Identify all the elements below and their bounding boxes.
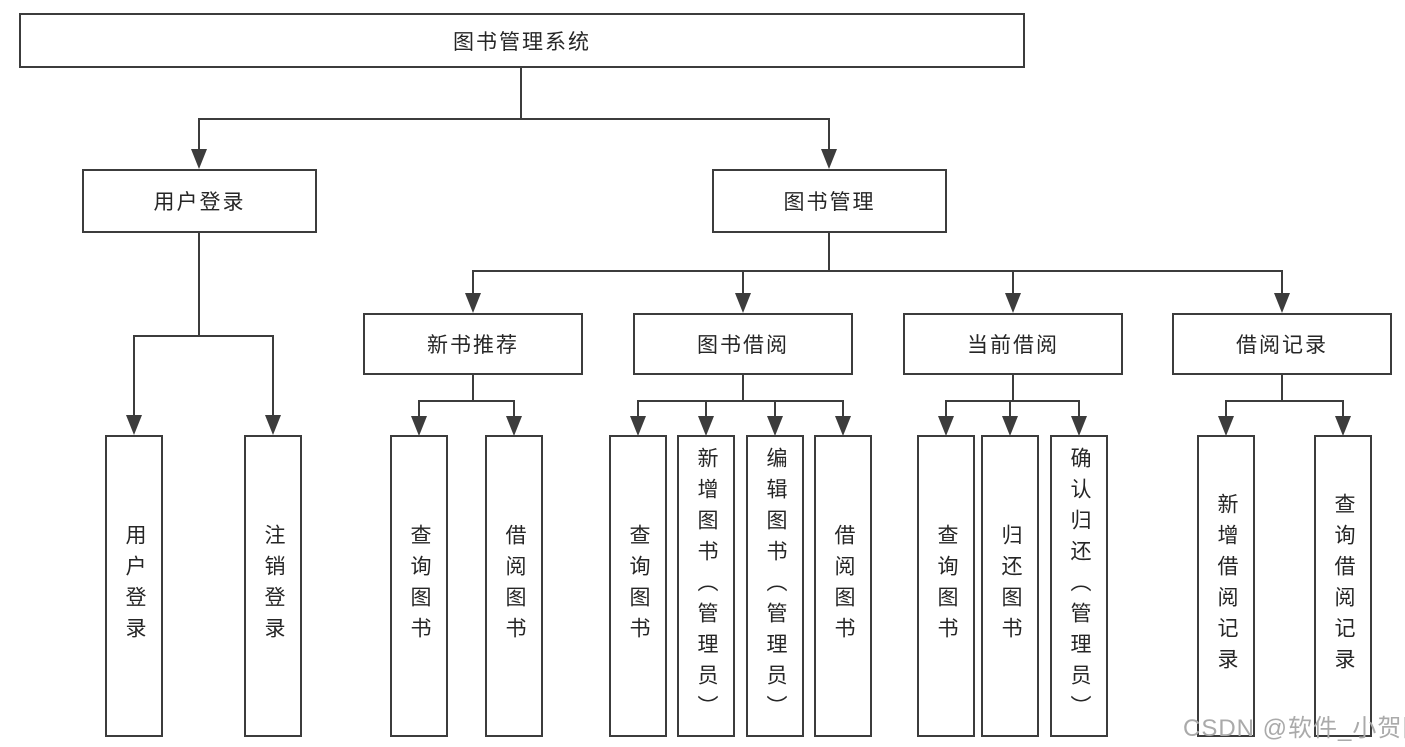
arrow-down-icon	[1335, 416, 1351, 436]
node-current-borrow: 当前借阅	[903, 313, 1123, 375]
connector-stem	[418, 401, 420, 417]
connector-stem	[742, 271, 744, 294]
leaf-borrow-book: 借阅图书	[485, 435, 543, 737]
connector-bus-user-login	[133, 335, 274, 337]
arrow-down-icon	[191, 149, 207, 169]
connector-stem	[1012, 271, 1014, 294]
arrow-down-icon	[1218, 416, 1234, 436]
leaf-confirm-return-admin: 确认归还（管理员）	[1050, 435, 1108, 737]
node-book-management: 图书管理	[712, 169, 947, 233]
connector-bus-new-book	[418, 400, 515, 402]
node-label: 用户登录	[123, 524, 146, 648]
leaf-query-borrow-record: 查询借阅记录	[1314, 435, 1372, 737]
leaf-add-borrow-record: 新增借阅记录	[1197, 435, 1255, 737]
connector-stem	[945, 401, 947, 417]
node-root-system: 图书管理系统	[19, 13, 1025, 68]
connector-stem	[1342, 401, 1344, 417]
connector-stem	[133, 336, 135, 416]
node-book-borrow: 图书借阅	[633, 313, 853, 375]
csdn-watermark: CSDN @软件_小贺同学	[1183, 715, 1405, 742]
node-label: 图书借阅	[697, 334, 789, 357]
connector-stem	[513, 401, 515, 417]
connector-bus-level2	[198, 118, 830, 120]
node-label: 查询图书	[935, 524, 958, 648]
node-label: 编辑图书（管理员）	[764, 446, 787, 726]
node-user-login: 用户登录	[82, 169, 317, 233]
arrow-down-icon	[767, 416, 783, 436]
connector-stem	[637, 401, 639, 417]
node-label: 用户登录	[153, 191, 246, 214]
node-label: 借阅图书	[832, 524, 855, 648]
leaf-query-book: 查询图书	[390, 435, 448, 737]
arrow-down-icon	[265, 415, 281, 435]
node-label: 新书推荐	[427, 334, 519, 357]
arrow-down-icon	[1071, 416, 1087, 436]
connector-stem	[1225, 401, 1227, 417]
connector-stem	[1012, 375, 1014, 401]
node-label: 查询借阅记录	[1332, 493, 1355, 679]
connector-stem	[828, 233, 830, 272]
node-label: 确认归还（管理员）	[1068, 446, 1091, 726]
arrow-down-icon	[938, 416, 954, 436]
arrow-down-icon	[506, 416, 522, 436]
leaf-logout: 注销登录	[244, 435, 302, 737]
leaf-query-book: 查询图书	[917, 435, 975, 737]
connector-stem	[198, 119, 200, 150]
leaf-borrow-book: 借阅图书	[814, 435, 872, 737]
connector-stem	[472, 375, 474, 401]
arrow-down-icon	[126, 415, 142, 435]
arrow-down-icon	[821, 149, 837, 169]
leaf-user-login: 用户登录	[105, 435, 163, 737]
arrow-down-icon	[1002, 416, 1018, 436]
node-label: 图书管理系统	[453, 30, 591, 54]
node-label: 借阅图书	[503, 524, 526, 648]
connector-bus-current-borrow	[945, 400, 1080, 402]
node-borrow-record: 借阅记录	[1172, 313, 1392, 375]
connector-stem	[705, 401, 707, 417]
node-label: 查询图书	[627, 524, 650, 648]
node-label: 新增借阅记录	[1215, 493, 1238, 679]
leaf-add-book-admin: 新增图书（管理员）	[677, 435, 735, 737]
connector-bus-level3	[472, 270, 1283, 272]
node-label: 新增图书（管理员）	[695, 446, 718, 726]
connector-stem	[842, 401, 844, 417]
arrow-down-icon	[735, 293, 751, 313]
connector-stem	[828, 119, 830, 150]
node-label: 注销登录	[262, 524, 285, 648]
node-label: 图书管理	[783, 191, 876, 214]
leaf-query-book: 查询图书	[609, 435, 667, 737]
connector-stem	[472, 271, 474, 294]
connector-bus-book-borrow	[637, 400, 844, 402]
connector-stem	[1281, 375, 1283, 401]
connector-stem	[1281, 271, 1283, 294]
arrow-down-icon	[630, 416, 646, 436]
node-label: 归还图书	[999, 524, 1022, 648]
leaf-return-book: 归还图书	[981, 435, 1039, 737]
connector-bus-borrow-record	[1225, 400, 1344, 402]
leaf-edit-book-admin: 编辑图书（管理员）	[746, 435, 804, 737]
node-new-book-recommend: 新书推荐	[363, 313, 583, 375]
arrow-down-icon	[1274, 293, 1290, 313]
connector-stem	[742, 375, 744, 401]
arrow-down-icon	[411, 416, 427, 436]
arrow-down-icon	[835, 416, 851, 436]
connector-root-stem	[520, 68, 522, 119]
connector-stem	[198, 233, 200, 336]
node-label: 当前借阅	[967, 334, 1059, 357]
connector-stem	[1009, 401, 1011, 417]
arrow-down-icon	[465, 293, 481, 313]
node-label: 查询图书	[408, 524, 431, 648]
arrow-down-icon	[698, 416, 714, 436]
connector-stem	[1078, 401, 1080, 417]
connector-stem	[272, 336, 274, 416]
arrow-down-icon	[1005, 293, 1021, 313]
node-label: 借阅记录	[1236, 334, 1328, 357]
connector-stem	[774, 401, 776, 417]
